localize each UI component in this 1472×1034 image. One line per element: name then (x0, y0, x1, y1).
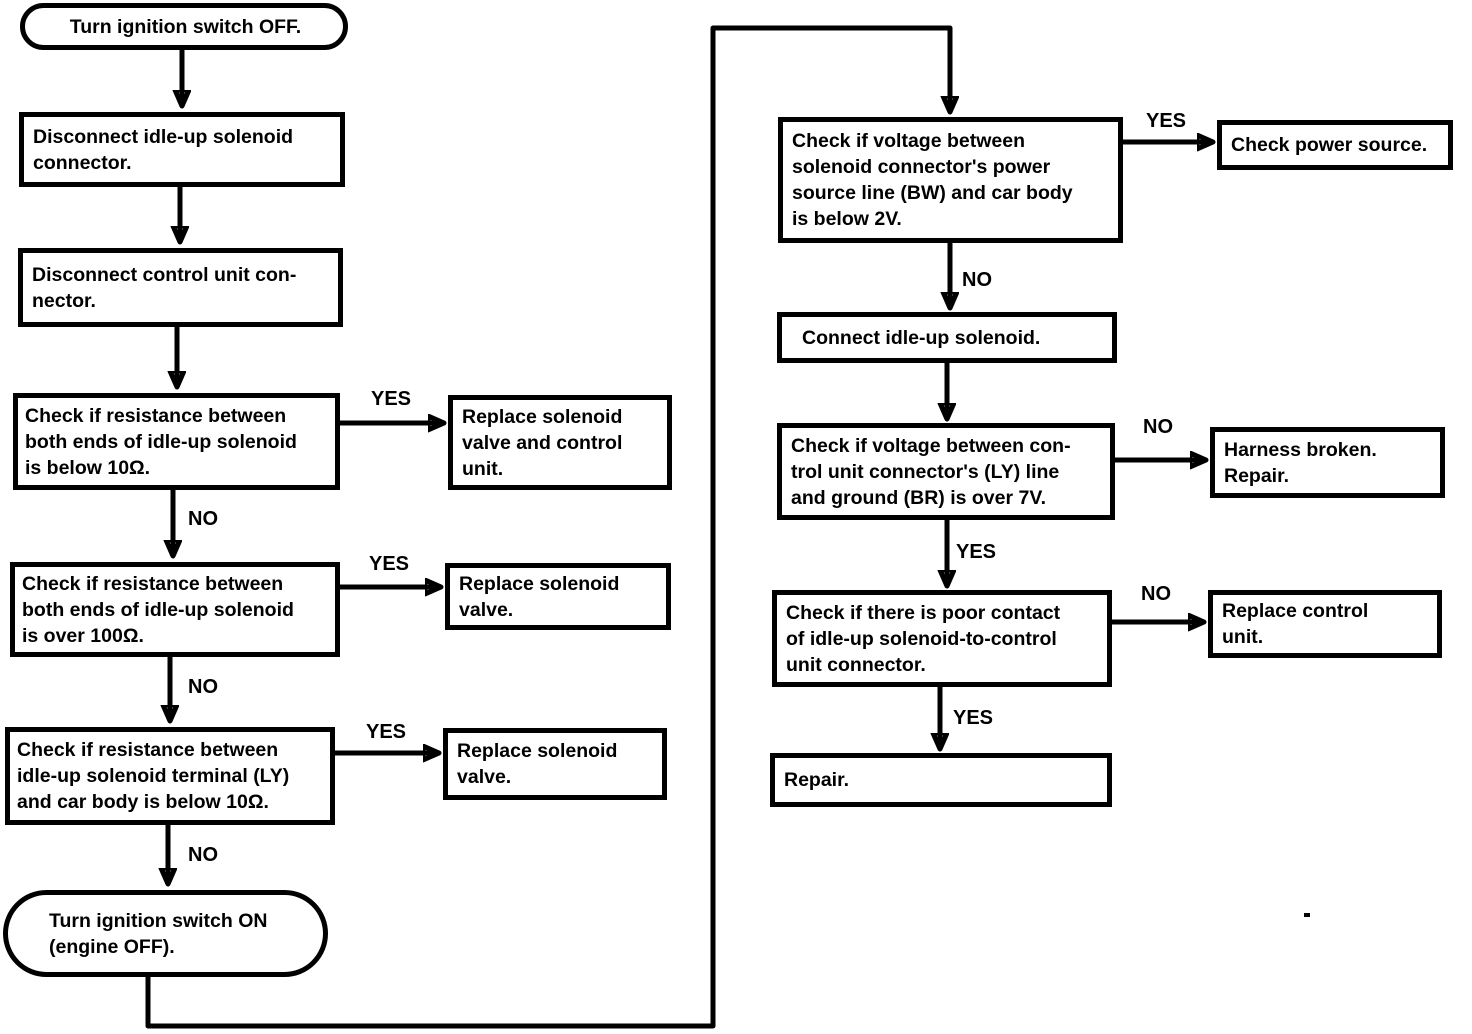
node-check-voltage-control-unit: Check if voltage between con- trol unit … (777, 423, 1115, 520)
edge-label-yes-checkterminal: YES (366, 721, 407, 743)
edge-label-no-checkterminal: NO (188, 844, 218, 866)
node-check-poor-contact: Check if there is poor contact of idle-u… (772, 590, 1112, 687)
node-disconnect-control-unit-connector: Disconnect control unit con- nector. (18, 248, 343, 327)
node-turn-ignition-off: Turn ignition switch OFF. (20, 3, 348, 50)
node-replace-solenoid-valve-and-control-unit: Replace solenoid valve and control unit. (448, 395, 672, 490)
connector-ignition-on-to-check-voltage-power (145, 25, 950, 1029)
node-check-voltage-power-source: Check if voltage between solenoid connec… (778, 117, 1123, 243)
node-turn-ignition-on: Turn ignition switch ON (engine OFF). (3, 890, 328, 977)
node-check-resistance-terminal-body: Check if resistance between idle-up sole… (5, 727, 335, 825)
edge-label-yes-voltage-power: YES (1146, 110, 1187, 132)
edge-label-yes-poor-contact: YES (953, 707, 994, 729)
edge-label-yes-check100ohm: YES (369, 553, 410, 575)
edge-label-no-poor-contact: NO (1141, 583, 1171, 605)
node-repair: Repair. (770, 753, 1112, 807)
edge-label-no-voltage-control: NO (1143, 416, 1173, 438)
edge-label-no-check10ohm: NO (188, 508, 218, 530)
node-replace-solenoid-valve-2: Replace solenoid valve. (443, 728, 667, 800)
node-replace-control-unit: Replace control unit. (1208, 590, 1442, 658)
node-connect-idle-up-solenoid: Connect idle-up solenoid. (777, 312, 1117, 363)
node-disconnect-solenoid-connector: Disconnect idle-up solenoid connector. (19, 112, 345, 187)
stray-dot-artifact (1304, 913, 1310, 917)
edge-label-yes-check10ohm: YES (371, 388, 412, 410)
edge-label-no-check100ohm: NO (188, 676, 218, 698)
node-check-resistance-below-10ohm: Check if resistance between both ends of… (13, 393, 340, 490)
node-check-power-source: Check power source. (1217, 120, 1453, 170)
node-replace-solenoid-valve-1: Replace solenoid valve. (445, 563, 671, 630)
node-check-resistance-over-100ohm: Check if resistance between both ends of… (10, 562, 340, 657)
edge-label-yes-voltage-control: YES (956, 541, 997, 563)
node-harness-broken-repair: Harness broken. Repair. (1210, 427, 1445, 498)
edge-label-no-voltage-power: NO (962, 269, 992, 291)
